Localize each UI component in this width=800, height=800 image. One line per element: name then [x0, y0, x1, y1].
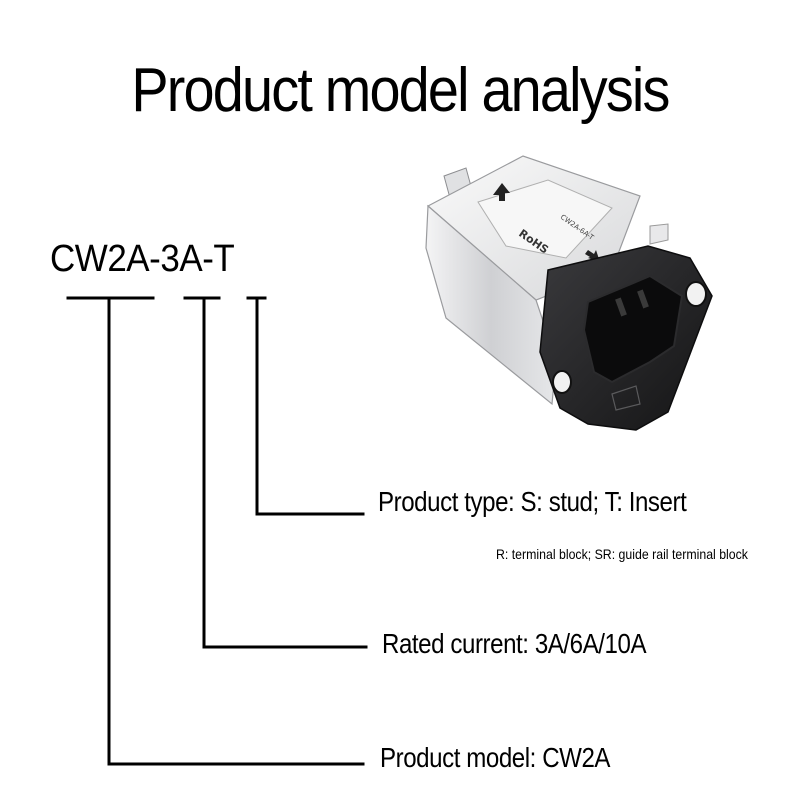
rated-current-label: Rated current: 3A/6A/10A [382, 628, 647, 659]
product-model-label: Product model: CW2A [380, 742, 611, 773]
leader-product-model [107, 296, 365, 766]
leader-product-type [255, 296, 365, 516]
product-type-note: R: terminal block; SR: guide rail termin… [496, 546, 748, 562]
leader-rated-current [202, 296, 368, 649]
page-title: Product model analysis [131, 56, 670, 125]
product-type-label: Product type: S: stud; T: Insert [378, 486, 687, 517]
model-code: CW2A-3A-T [50, 238, 235, 280]
